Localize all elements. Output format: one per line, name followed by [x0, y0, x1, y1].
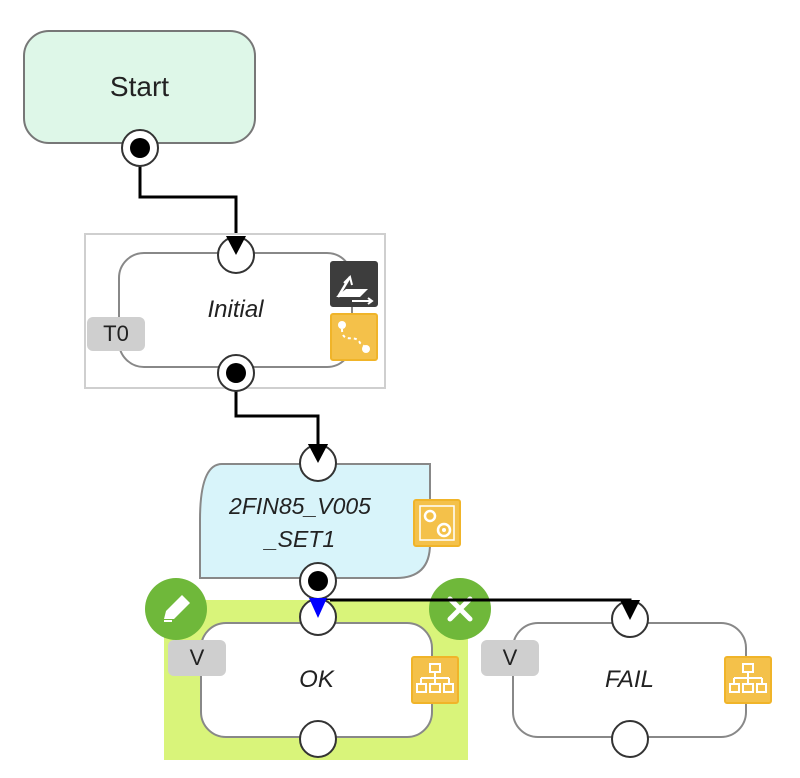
ok-node-label: OK — [299, 666, 334, 693]
fail-node-label: FAIL — [605, 666, 654, 693]
process-input-port[interactable] — [299, 444, 337, 482]
start-node[interactable]: Start — [23, 30, 256, 144]
transition-icon[interactable] — [330, 261, 378, 307]
ok-output-port[interactable] — [299, 720, 337, 758]
process-label-line2: _SET1 — [264, 526, 336, 552]
initial-output-port[interactable] — [217, 354, 255, 392]
initial-node-label: Initial — [207, 296, 264, 323]
fail-type-tag: V — [481, 640, 539, 676]
settings-icon[interactable] — [413, 499, 461, 547]
initial-input-port[interactable] — [217, 236, 255, 274]
pencil-icon — [164, 595, 190, 622]
edge-initial-to-process — [234, 374, 320, 446]
edit-button[interactable] — [145, 578, 207, 640]
start-output-port[interactable] — [121, 129, 159, 167]
fail-output-port[interactable] — [611, 720, 649, 758]
close-icon — [447, 596, 473, 622]
ok-input-port[interactable] — [299, 598, 337, 636]
initial-type-tag: T0 — [87, 317, 145, 351]
process-node[interactable] — [196, 460, 436, 582]
hierarchy-icon[interactable] — [724, 656, 772, 704]
ok-type-tag: V — [168, 640, 226, 676]
process-label-line1: 2FIN85_V005 — [229, 493, 371, 519]
fail-input-port[interactable] — [611, 600, 649, 638]
hierarchy-icon[interactable] — [411, 656, 459, 704]
process-node-label: 2FIN85_V005 _SET1 — [200, 488, 400, 558]
start-node-label: Start — [109, 71, 170, 102]
delete-button[interactable] — [429, 578, 491, 640]
edge-start-to-initial — [138, 150, 238, 238]
process-output-port[interactable] — [299, 562, 337, 600]
path-icon[interactable] — [330, 313, 378, 361]
